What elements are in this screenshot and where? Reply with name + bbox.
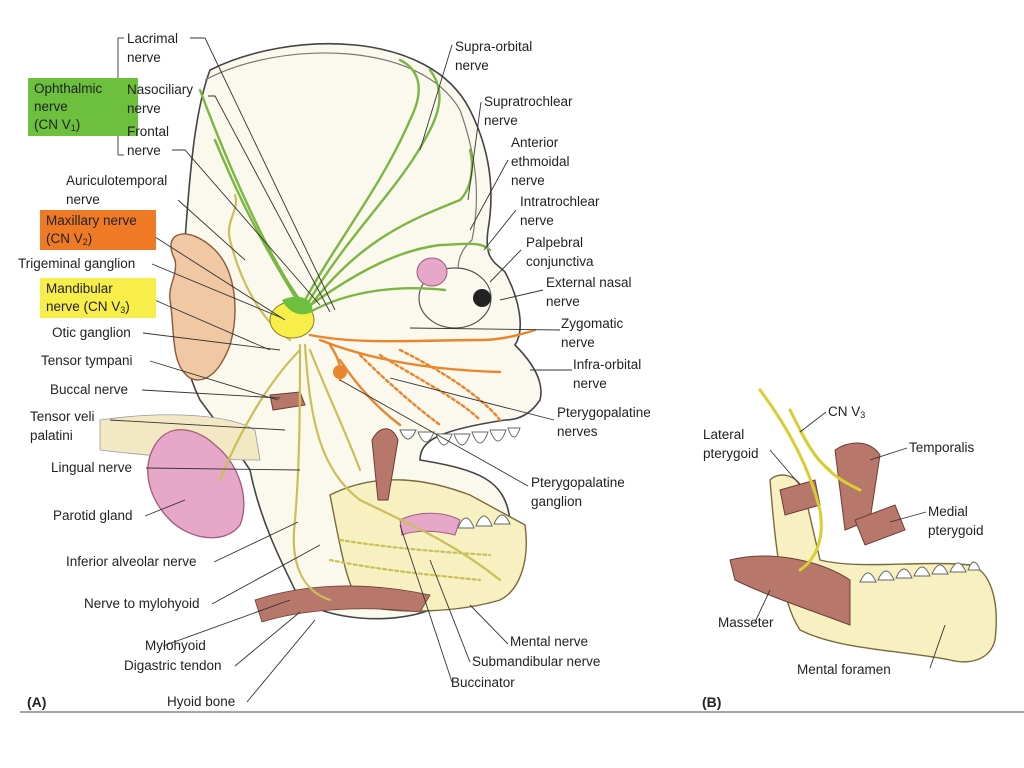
trigeminal-ganglion-green — [282, 296, 313, 315]
label-mental-nerve: Mental nerve — [510, 634, 589, 649]
temporalis-b — [834, 442, 881, 531]
label-hyoid-bone: Hyoid bone — [167, 694, 236, 709]
label-inferior-alveolar-nerve: Inferior alveolar nerve — [66, 554, 197, 569]
iris — [473, 289, 491, 307]
label-temporalis: Temporalis — [909, 440, 975, 455]
label-mental-foramen: Mental foramen — [797, 662, 891, 677]
label-otic-ganglion: Otic ganglion — [52, 325, 131, 340]
medial-pterygoid-b — [854, 504, 906, 546]
cn-v3-branches-b — [758, 388, 862, 572]
head-outline — [179, 43, 542, 620]
mandibular-nerve-box: Mandibular nerve (CN V3) — [40, 278, 156, 318]
label-buccinator: Buccinator — [451, 675, 515, 690]
label-buccal-nerve: Buccal nerve — [50, 382, 129, 397]
mandible-illustration — [729, 388, 997, 663]
panel-a-label: (A) — [27, 694, 47, 710]
skull — [204, 52, 478, 281]
pterygopalatine-ganglion-shape — [333, 365, 347, 379]
label-tensor-tympani: Tensor tympani — [41, 353, 133, 368]
tensor-tympani-muscle — [269, 391, 306, 411]
label-mylohyoid: Mylohyoid — [145, 638, 206, 653]
leader-lines-b — [754, 411, 946, 669]
label-trigeminal-ganglion: Trigeminal ganglion — [18, 256, 136, 271]
label-lingual-nerve: Lingual nerve — [51, 460, 133, 475]
head-illustration — [99, 43, 542, 623]
maxillary-nerve-box: Maxillary nerve (CN V2) — [40, 210, 156, 250]
label-cn-v3: CN V3 — [828, 404, 866, 420]
lacrimal-gland — [416, 257, 448, 287]
label-nerve-to-mylohyoid: Nerve to mylohyoid — [84, 596, 200, 611]
label-digastric-tendon: Digastric tendon — [124, 658, 222, 673]
mandibular-branches — [218, 193, 502, 602]
ear — [169, 233, 236, 381]
label-submandibular-nerve: Submandibular nerve — [472, 654, 601, 669]
mandible — [329, 479, 527, 612]
buccinator-muscle — [399, 512, 461, 536]
teeth-b — [859, 561, 981, 583]
leader-lines-a — [109, 37, 572, 703]
label-masseter: Masseter — [718, 615, 774, 630]
masseter-b — [729, 555, 851, 626]
temporalis-muscle-a — [371, 428, 399, 501]
ophthalmic-nerve-box: Ophthalmic nerve (CN V1) — [28, 78, 138, 136]
maxillary-branches — [308, 328, 537, 427]
panel-b-label: (B) — [702, 694, 722, 710]
label-parotid-gland: Parotid gland — [53, 508, 133, 523]
parotid-gland — [147, 429, 245, 539]
